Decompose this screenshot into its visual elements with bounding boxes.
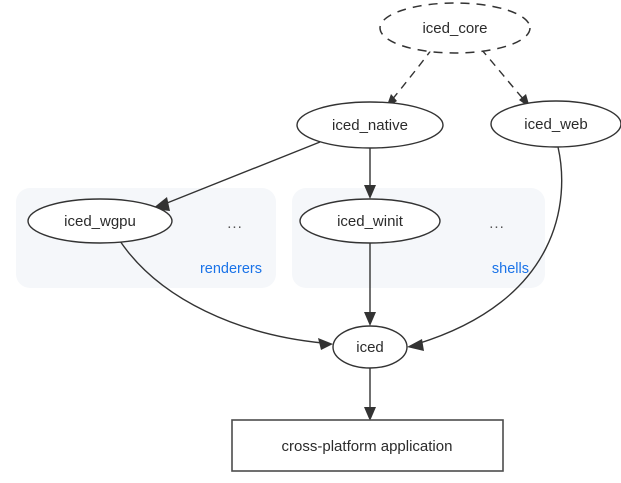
- node-iced-wgpu-shape[interactable]: [27, 198, 173, 244]
- cluster-renderers-label: renderers: [200, 261, 262, 277]
- node-iced-winit-shape[interactable]: [299, 198, 441, 244]
- node-cross-platform-application-shape[interactable]: [231, 419, 504, 472]
- node-iced-native[interactable]: iced_native: [296, 101, 444, 149]
- edge-iced_wgpu-to-iced: [119, 240, 333, 350]
- shells-more-ellipsis: ...: [489, 215, 505, 232]
- edge-iced-to-app: [364, 368, 376, 421]
- edge-iced_winit-iced-arrowhead: [364, 312, 376, 326]
- node-iced-wgpu[interactable]: iced_wgpu: [27, 198, 173, 244]
- node-iced-core-label: iced_core: [422, 20, 487, 37]
- edge-iced_core-to-iced_web: [480, 48, 530, 108]
- edge-iced_core-to-iced_native: [386, 48, 433, 108]
- node-cross-platform-application-label: cross-platform application: [282, 438, 453, 455]
- renderers-more-ellipsis: ...: [227, 215, 243, 232]
- edge-iced_native-to-iced_winit: [364, 148, 376, 199]
- edge-iced_web-to-iced: [407, 146, 563, 351]
- node-iced-web-label: iced_web: [524, 116, 587, 133]
- edge-iced_core-iced_web-line: [480, 48, 526, 102]
- edge-iced_web-iced-arrowhead: [407, 339, 424, 351]
- node-cross-platform-application[interactable]: cross-platform application: [231, 419, 504, 472]
- edge-iced_wgpu-iced-line: [119, 240, 324, 344]
- node-iced-web-shape[interactable]: [490, 100, 621, 148]
- node-iced-native-shape[interactable]: [296, 101, 444, 149]
- node-iced-web[interactable]: iced_web: [490, 100, 621, 148]
- edge-iced_core-iced_native-line: [390, 48, 433, 102]
- node-iced-native-label: iced_native: [332, 117, 408, 134]
- edge-iced_wgpu-iced-arrowhead: [318, 338, 333, 350]
- edge-iced_native-iced_wgpu-line: [161, 141, 321, 206]
- edge-iced_web-iced-line: [416, 146, 563, 345]
- node-iced-winit-label: iced_winit: [337, 213, 404, 230]
- cluster-shells-label: shells: [492, 261, 529, 277]
- node-iced-core[interactable]: iced_core: [379, 2, 531, 54]
- edge-iced_winit-to-iced: [364, 243, 376, 326]
- node-iced-shape[interactable]: [332, 325, 408, 369]
- edge-iced-app-arrowhead: [364, 407, 376, 421]
- node-iced-label: iced: [356, 339, 384, 356]
- node-iced-core-shape[interactable]: [379, 2, 531, 54]
- edge-iced_native-iced_winit-arrowhead: [364, 185, 376, 199]
- node-iced-wgpu-label: iced_wgpu: [64, 213, 136, 230]
- node-iced-winit[interactable]: iced_winit: [299, 198, 441, 244]
- node-iced[interactable]: iced: [332, 325, 408, 369]
